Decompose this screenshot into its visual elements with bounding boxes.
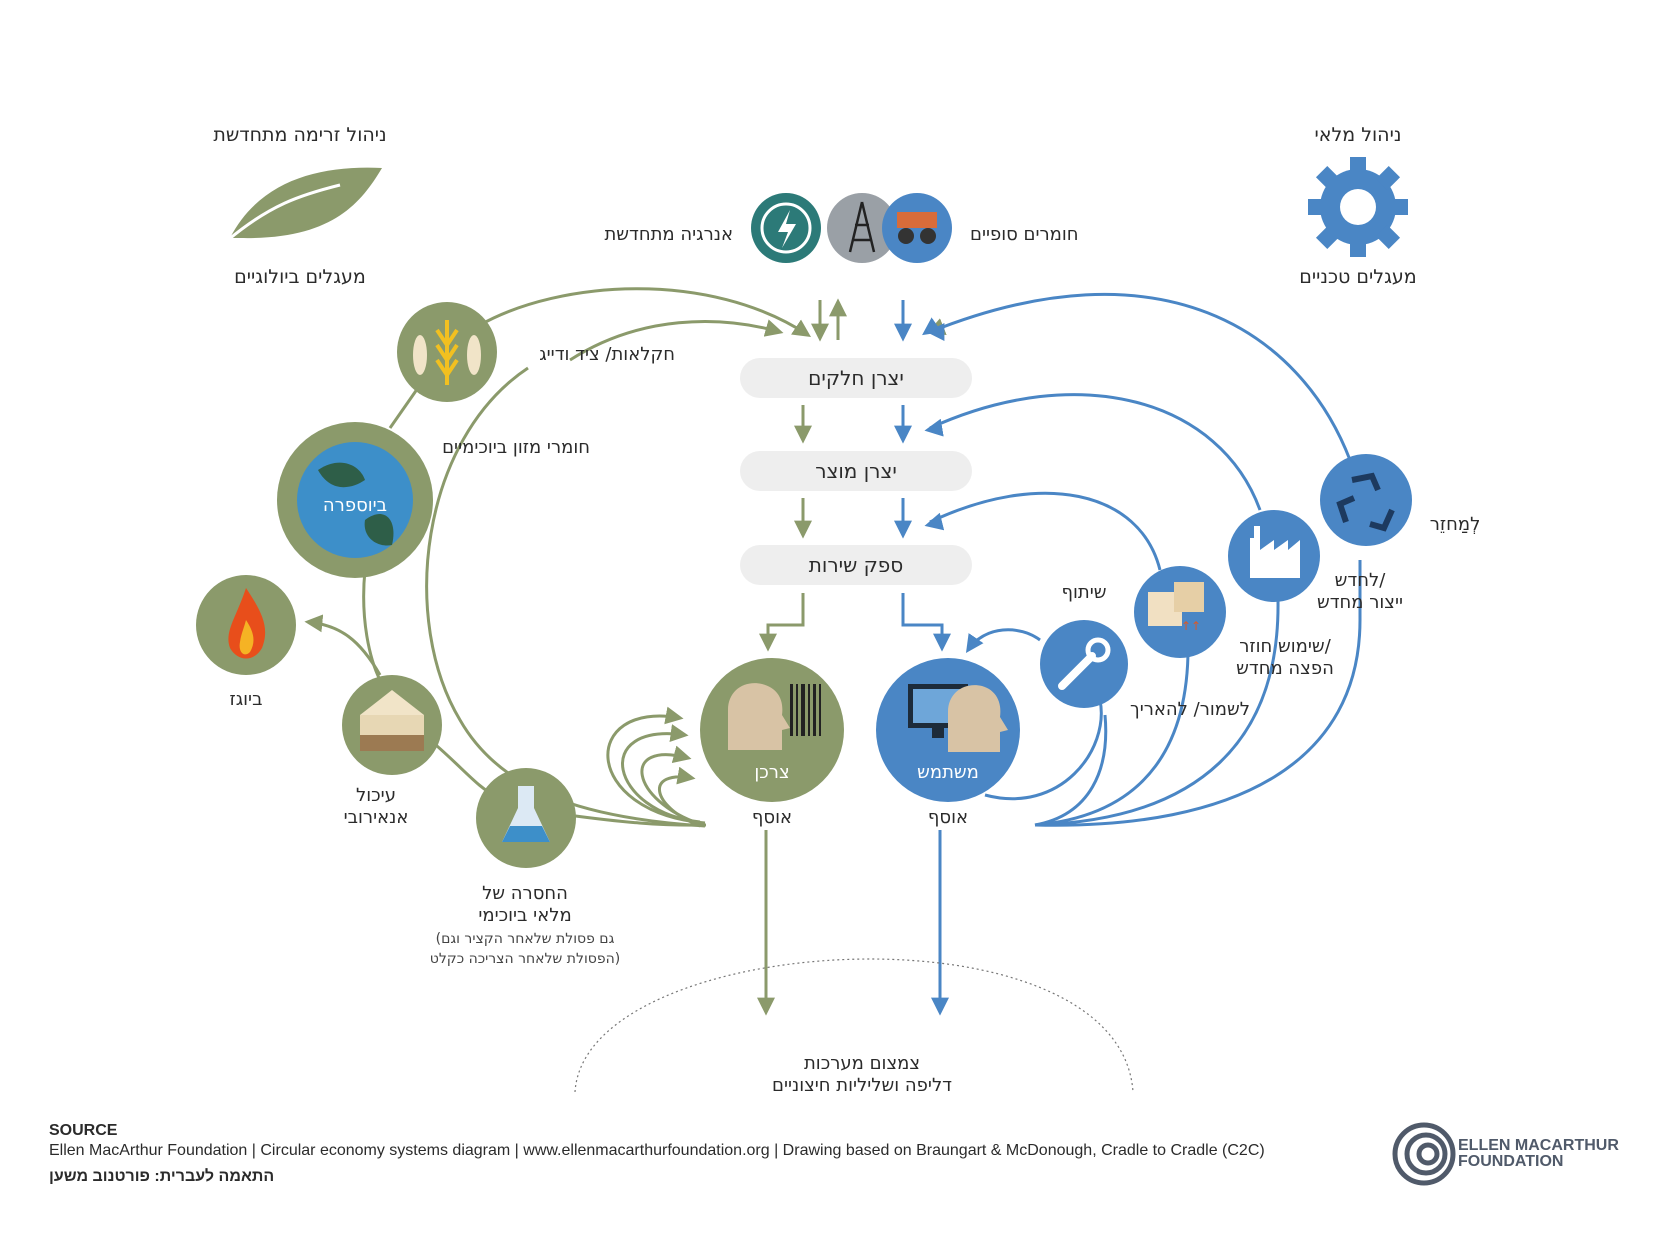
farming-node [397,302,497,402]
mining-truck-icon [882,193,952,263]
translation-credit: התאמה לעברית: פורטנוב משען [49,1168,275,1185]
technical-loops [926,292,1362,827]
tech-subheader: מעגלים טכניים [1299,266,1416,288]
product-manufacturer-label: יצרן מוצר [815,459,897,483]
share-node [1040,620,1128,708]
box-arrows-icon: ↑↑ [1181,619,1201,633]
recycle-loop [1034,560,1362,827]
recycle-up [926,292,1352,461]
reuse-up [929,491,1162,571]
maintain-loop [1034,714,1108,827]
reuse-loop [1034,639,1190,827]
extraction-label-2: מלאי ביוכימי [478,905,571,926]
outer-bio-loop [479,287,812,337]
biosphere-to-farming [388,384,422,429]
cascade-2 [640,745,701,826]
farming-arrow [569,319,784,362]
user-label: משתמש [917,762,979,783]
anaerobic-to-extraction [429,738,496,797]
tech-header: ניהול מלאי [1315,124,1402,146]
collection-tech-label: אוסף [928,807,968,828]
leaf-icon [227,167,382,242]
biogas-node [196,575,296,675]
collection-bio-label: אוסף [752,807,792,828]
extraction-note-1: (גם פסולת שלאחר הקציר וגם [436,931,615,947]
bio-subheader: מעגלים ביולוגיים [234,266,366,288]
biosphere-node: ביוספרה [277,422,433,578]
reuse-label-2: הפצה מחדש [1236,658,1334,679]
refurbish-label-1: לחדש/ [1335,570,1387,591]
biogas-label: ביוגז [230,689,263,710]
parts-manufacturer-pill: יצרן חלקים [740,358,972,398]
biosphere-down-loop [362,569,382,681]
recycle-node [1320,454,1412,546]
renewable-energy-label: אנרגיה מתחדשת [604,224,733,245]
renewable-energy-icon [751,193,821,263]
refurbish-loop [1034,599,1280,827]
anaerobic-digestion-node [342,675,442,775]
logo-line-2: FOUNDATION [1458,1153,1564,1170]
to-biogas [304,614,382,676]
leakage-arc [574,958,1134,1093]
recycle-label: לְמַחזֵר [1430,514,1481,535]
maintain-node: ↑↑ [1134,566,1226,658]
minimise-label-1: צמצום מערכות [804,1053,920,1074]
extraction-to-consumer [567,813,707,827]
extraction-label-1: החסרה של [482,883,568,904]
central-arrows [757,298,951,1016]
extraction-node [476,768,576,868]
biochemical-feedstock-label: חומרי מזון ביוכימיים [442,437,590,458]
consumer-node: צרכן [700,658,844,802]
footer: SOURCE Ellen MacArthur Foundation | Circ… [49,1122,1389,1186]
source-line: Ellen MacArthur Foundation | Circular ec… [49,1142,1265,1159]
extraction-note-2: הפסולת שלאחר הצריכה כקלט) [430,951,620,967]
tech-arrowheads [922,317,945,531]
refurbish-up [929,393,1262,511]
source-heading: SOURCE [49,1122,118,1139]
biological-loops [304,287,812,828]
gear-icon [1308,157,1408,257]
feedstock-loop [425,366,706,828]
logo-line-1: ELLEN MACARTHUR [1458,1137,1619,1154]
anaerobic-label-2: אנאירובי [344,807,409,828]
cascade-4 [606,706,706,825]
cascade-1 [621,724,701,824]
finite-materials-label: חומרים סופיים [970,224,1079,245]
service-provider-label: ספק שירות [809,553,904,577]
barcode-icon [790,684,821,736]
biosphere-label: ביוספרה [323,495,387,516]
farming-label: חקלאות/ ציד ודייג [539,344,675,365]
reuse-label-1: שימוש חוזר/ [1239,636,1331,657]
share-label: שיתוף [1061,582,1106,603]
consumer-label: צרכן [754,762,789,783]
anaerobic-label-1: עיכול [356,785,396,806]
service-provider-pill: ספק שירות [740,545,972,585]
minimise-label-2: דליפה ושליליות חיצוניים [772,1075,952,1096]
refurbish-label-2: ייצור מחדש [1317,592,1403,613]
maintain-label: לשמור/ להאריך [1130,699,1250,720]
parts-manufacturer-label: יצרן חלקים [808,366,904,390]
user-node: משתמש [876,658,1020,802]
oil-rig-icon [827,193,897,263]
bio-header: ניהול זרימה מתחדשת [213,124,386,146]
reuse-node [1228,510,1320,602]
share-loop [984,699,1103,801]
share-to-user [965,628,1041,653]
ellen-macarthur-logo: ELLEN MACARTHUR FOUNDATION [1392,1122,1632,1192]
logo-rings-icon [1392,1122,1456,1186]
product-manufacturer-pill: יצרן מוצר [740,451,972,491]
